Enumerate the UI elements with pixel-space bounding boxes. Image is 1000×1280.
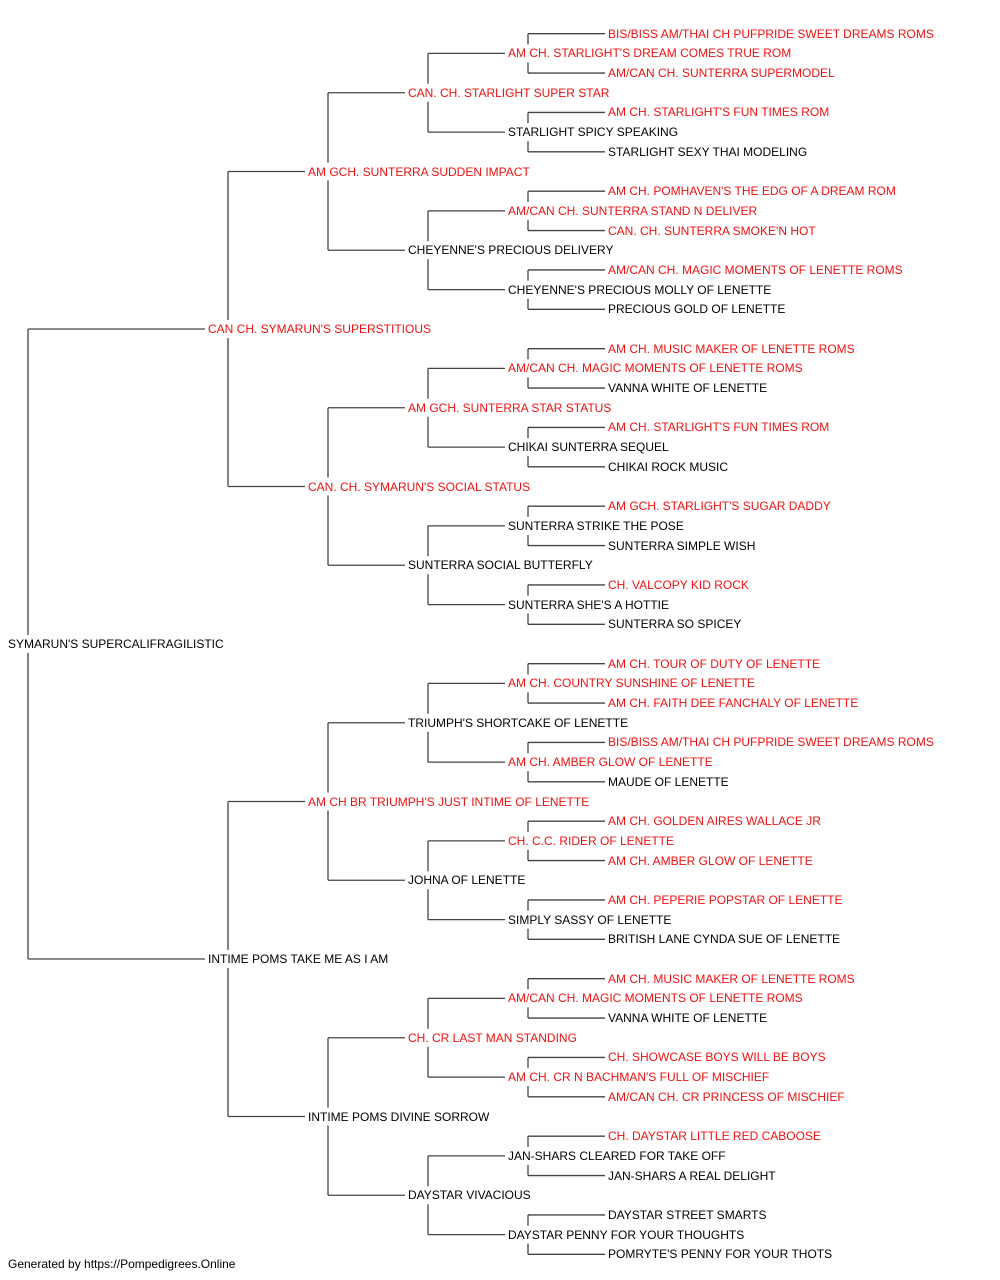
dog-name-gen2-champion: AM GCH. SUNTERRA SUDDEN IMPACT bbox=[308, 164, 530, 179]
dog-name-gen5-champion: AM CH. POMHAVEN'S THE EDG OF A DREAM ROM bbox=[608, 184, 896, 199]
dog-name-gen5-champion: CH. SHOWCASE BOYS WILL BE BOYS bbox=[608, 1050, 826, 1065]
dog-name-gen5-champion: AM CH. STARLIGHT'S FUN TIMES ROM bbox=[608, 105, 830, 120]
dog-name-gen5-champion: BIS/BISS AM/THAI CH PUFPRIDE SWEET DREAM… bbox=[608, 735, 934, 750]
dog-name-gen4-champion: AM/CAN CH. MAGIC MOMENTS OF LENETTE ROMS bbox=[508, 991, 803, 1006]
dog-name-gen5: CHIKAI ROCK MUSIC bbox=[608, 459, 729, 474]
dog-name-gen4-champion: AM/CAN CH. SUNTERRA STAND N DELIVER bbox=[508, 203, 758, 218]
dog-name-gen5-champion: BIS/BISS AM/THAI CH PUFPRIDE SWEET DREAM… bbox=[608, 26, 934, 41]
dog-name-gen5-champion: AM CH. STARLIGHT'S FUN TIMES ROM bbox=[608, 420, 830, 435]
dog-name-gen2: INTIME POMS DIVINE SORROW bbox=[308, 1109, 490, 1124]
dog-name-gen4-champion: CH. C.C. RIDER OF LENETTE bbox=[508, 833, 675, 848]
dog-name-gen5-champion: AM/CAN CH. MAGIC MOMENTS OF LENETTE ROMS bbox=[608, 262, 903, 277]
footer-credit: Generated by https://Pompedigrees.Online bbox=[8, 1257, 236, 1271]
dog-name-gen5-champion: AM/CAN CH. CR PRINCESS OF MISCHIEF bbox=[608, 1089, 845, 1104]
dog-name-gen3: SUNTERRA SOCIAL BUTTERFLY bbox=[408, 558, 593, 573]
dog-name-gen4: SUNTERRA STRIKE THE POSE bbox=[508, 518, 684, 533]
dog-name-gen4: SIMPLY SASSY OF LENETTE bbox=[508, 912, 672, 927]
dog-name-gen5-champion: AM CH. MUSIC MAKER OF LENETTE ROMS bbox=[608, 971, 855, 986]
dog-name-gen4-champion: AM/CAN CH. MAGIC MOMENTS OF LENETTE ROMS bbox=[508, 361, 803, 376]
dog-name-gen4-champion: AM CH. COUNTRY SUNSHINE OF LENETTE bbox=[508, 676, 755, 691]
dog-name-gen4: SUNTERRA SHE'S A HOTTIE bbox=[508, 597, 669, 612]
dog-name-gen3: TRIUMPH'S SHORTCAKE OF LENETTE bbox=[408, 715, 629, 730]
dog-name-gen0: SYMARUN'S SUPERCALIFRAGILISTIC bbox=[8, 637, 224, 651]
dog-name-gen5: VANNA WHITE OF LENETTE bbox=[608, 381, 768, 396]
dog-name-gen4-champion: AM CH. STARLIGHT'S DREAM COMES TRUE ROM bbox=[508, 46, 792, 61]
dog-name-gen4: CHIKAI SUNTERRA SEQUEL bbox=[508, 440, 669, 455]
dog-name-gen4-champion: AM CH. CR N BACHMAN'S FULL OF MISCHIEF bbox=[508, 1070, 770, 1085]
dog-name-gen2-champion: CAN. CH. SYMARUN'S SOCIAL STATUS bbox=[308, 479, 531, 494]
dog-name-gen4: DAYSTAR PENNY FOR YOUR THOUGHTS bbox=[508, 1227, 745, 1242]
dog-name-gen5-champion: AM CH. GOLDEN AIRES WALLACE JR bbox=[608, 814, 821, 829]
dog-name-gen5: BRITISH LANE CYNDA SUE OF LENETTE bbox=[608, 932, 841, 947]
dog-name-gen4: CHEYENNE'S PRECIOUS MOLLY OF LENETTE bbox=[508, 282, 772, 297]
dog-name-gen5-champion: AM CH. FAITH DEE FANCHALY OF LENETTE bbox=[608, 696, 859, 711]
dog-name-gen5: DAYSTAR STREET SMARTS bbox=[608, 1207, 767, 1222]
dog-name-gen5: SUNTERRA SO SPICEY bbox=[608, 617, 742, 632]
dog-name-gen2-champion: AM CH BR TRIUMPH'S JUST INTIME OF LENETT… bbox=[308, 794, 590, 809]
dog-name-gen5: SUNTERRA SIMPLE WISH bbox=[608, 538, 756, 553]
dog-name-gen5: VANNA WHITE OF LENETTE bbox=[608, 1011, 768, 1026]
dog-name-gen4: JAN-SHARS CLEARED FOR TAKE OFF bbox=[508, 1148, 726, 1163]
dog-name-gen4-champion: AM CH. AMBER GLOW OF LENETTE bbox=[508, 755, 713, 770]
dog-name-gen3: JOHNA OF LENETTE bbox=[408, 873, 526, 888]
dog-name-gen5: JAN-SHARS A REAL DELIGHT bbox=[608, 1168, 776, 1183]
dog-name-gen5: PRECIOUS GOLD OF LENETTE bbox=[608, 302, 786, 317]
dog-name-gen3: CHEYENNE'S PRECIOUS DELIVERY bbox=[408, 243, 614, 258]
dog-name-gen3-champion: CAN. CH. STARLIGHT SUPER STAR bbox=[408, 85, 610, 100]
dog-name-gen1-champion: CAN CH. SYMARUN'S SUPERSTITIOUS bbox=[208, 322, 431, 336]
dog-name-gen5-champion: AM GCH. STARLIGHT'S SUGAR DADDY bbox=[608, 499, 831, 514]
dog-name-gen5: STARLIGHT SEXY THAI MODELING bbox=[608, 144, 808, 159]
dog-name-gen5: MAUDE OF LENETTE bbox=[608, 774, 729, 789]
dog-name-gen5-champion: AM CH. AMBER GLOW OF LENETTE bbox=[608, 853, 813, 868]
dog-name-gen5-champion: CAN. CH. SUNTERRA SMOKE'N HOT bbox=[608, 223, 816, 238]
dog-name-gen1: INTIME POMS TAKE ME AS I AM bbox=[208, 952, 389, 966]
dog-name-gen5-champion: CH. VALCOPY KID ROCK bbox=[608, 577, 749, 592]
dog-name-gen5-champion: AM CH. TOUR OF DUTY OF LENETTE bbox=[608, 656, 821, 671]
dog-name-gen5-champion: AM/CAN CH. SUNTERRA SUPERMODEL bbox=[608, 66, 835, 81]
dog-name-gen5-champion: CH. DAYSTAR LITTLE RED CABOOSE bbox=[608, 1129, 821, 1144]
dog-name-gen5-champion: AM CH. PEPERIE POPSTAR OF LENETTE bbox=[608, 892, 843, 907]
dog-name-gen3-champion: CH. CR LAST MAN STANDING bbox=[408, 1030, 577, 1045]
dog-name-gen5: POMRYTE'S PENNY FOR YOUR THOTS bbox=[608, 1247, 833, 1262]
dog-name-gen5-champion: AM CH. MUSIC MAKER OF LENETTE ROMS bbox=[608, 341, 855, 356]
dog-name-gen3-champion: AM GCH. SUNTERRA STAR STATUS bbox=[408, 400, 612, 415]
dog-name-gen3: DAYSTAR VIVACIOUS bbox=[408, 1188, 531, 1203]
dog-name-gen4: STARLIGHT SPICY SPEAKING bbox=[508, 125, 679, 140]
